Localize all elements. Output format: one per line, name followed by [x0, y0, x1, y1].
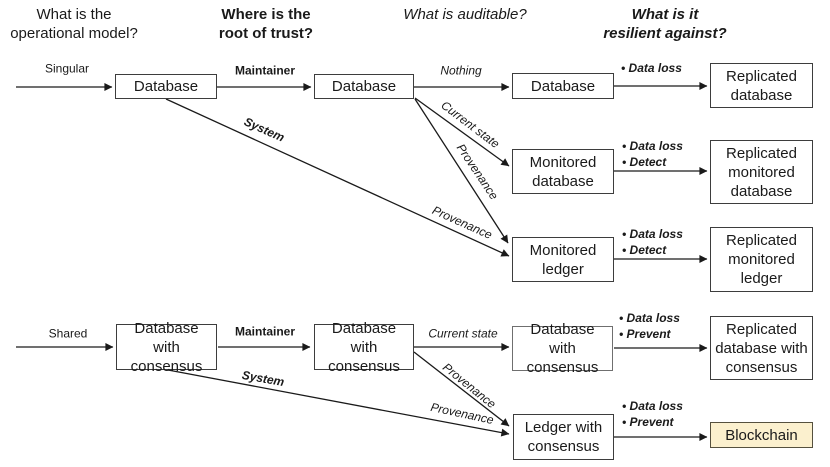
resilience-item: • Prevent	[619, 326, 671, 341]
box-replicated-database: Replicated database	[710, 63, 813, 108]
box-monitored-ledger: Monitored ledger	[512, 237, 614, 282]
resilience-labels-replicated-db-consensus: • Data loss • Prevent	[619, 311, 680, 342]
edge-label-singular: Singular	[44, 61, 90, 76]
resilience-labels-replicated-monitored-db: • Data loss • Detect	[622, 139, 683, 170]
arrow-provenance-bottom	[413, 351, 510, 427]
column-header-root-of-trust: Where is the root of trust?	[218, 6, 314, 42]
box-database-auditable: Database	[512, 73, 614, 99]
box-blockchain: Blockchain	[710, 422, 813, 448]
resilience-item: • Data loss	[619, 311, 680, 325]
arrow-system-top	[165, 98, 510, 257]
arrow-current-state-top	[414, 97, 510, 167]
box-monitored-database: Monitored database	[512, 149, 614, 194]
edge-label-nothing: Nothing	[440, 63, 482, 78]
edge-label-current-state-bottom: Current state	[428, 326, 498, 341]
box-replicated-monitored-database: Replicated monitored database	[710, 140, 813, 204]
column-header-resilient-against: What is it resilient against?	[603, 6, 727, 42]
box-database-consensus-auditable: Database with consensus	[512, 321, 613, 376]
resilience-labels-replicated-monitored-ledger: • Data loss • Detect	[622, 227, 683, 258]
resilience-item: • Prevent	[622, 414, 674, 429]
box-database-operational: Database	[115, 74, 217, 99]
column-header-auditable: What is auditable?	[403, 6, 527, 23]
resilience-labels-replicated-db: • Data loss	[621, 61, 682, 77]
resilience-labels-blockchain: • Data loss • Prevent	[622, 399, 683, 430]
arrow-system-bottom	[167, 369, 510, 437]
resilience-item: • Data loss	[622, 139, 683, 153]
box-replicated-monitored-ledger: Replicated monitored ledger	[710, 227, 813, 292]
edge-label-maintainer-bottom: Maintainer	[234, 324, 296, 339]
resilience-item: • Detect	[622, 242, 667, 257]
edge-label-maintainer-top: Maintainer	[234, 63, 296, 78]
box-database-root: Database	[314, 74, 414, 99]
edge-label-shared: Shared	[48, 326, 88, 341]
box-database-consensus-root: Database with consensus	[314, 320, 414, 375]
box-database-consensus-operational: Database with consensus	[116, 320, 217, 375]
resilience-item: • Detect	[622, 154, 667, 169]
resilience-item: • Data loss	[622, 399, 683, 413]
column-header-operational-model: What is the operational model?	[10, 6, 138, 42]
resilience-item: • Data loss	[622, 227, 683, 241]
box-replicated-database-consensus: Replicated database with consensus	[710, 316, 813, 380]
box-ledger-consensus: Ledger with consensus	[513, 414, 614, 460]
resilience-item: • Data loss	[621, 61, 682, 75]
arrow-provenance-top	[414, 98, 509, 244]
